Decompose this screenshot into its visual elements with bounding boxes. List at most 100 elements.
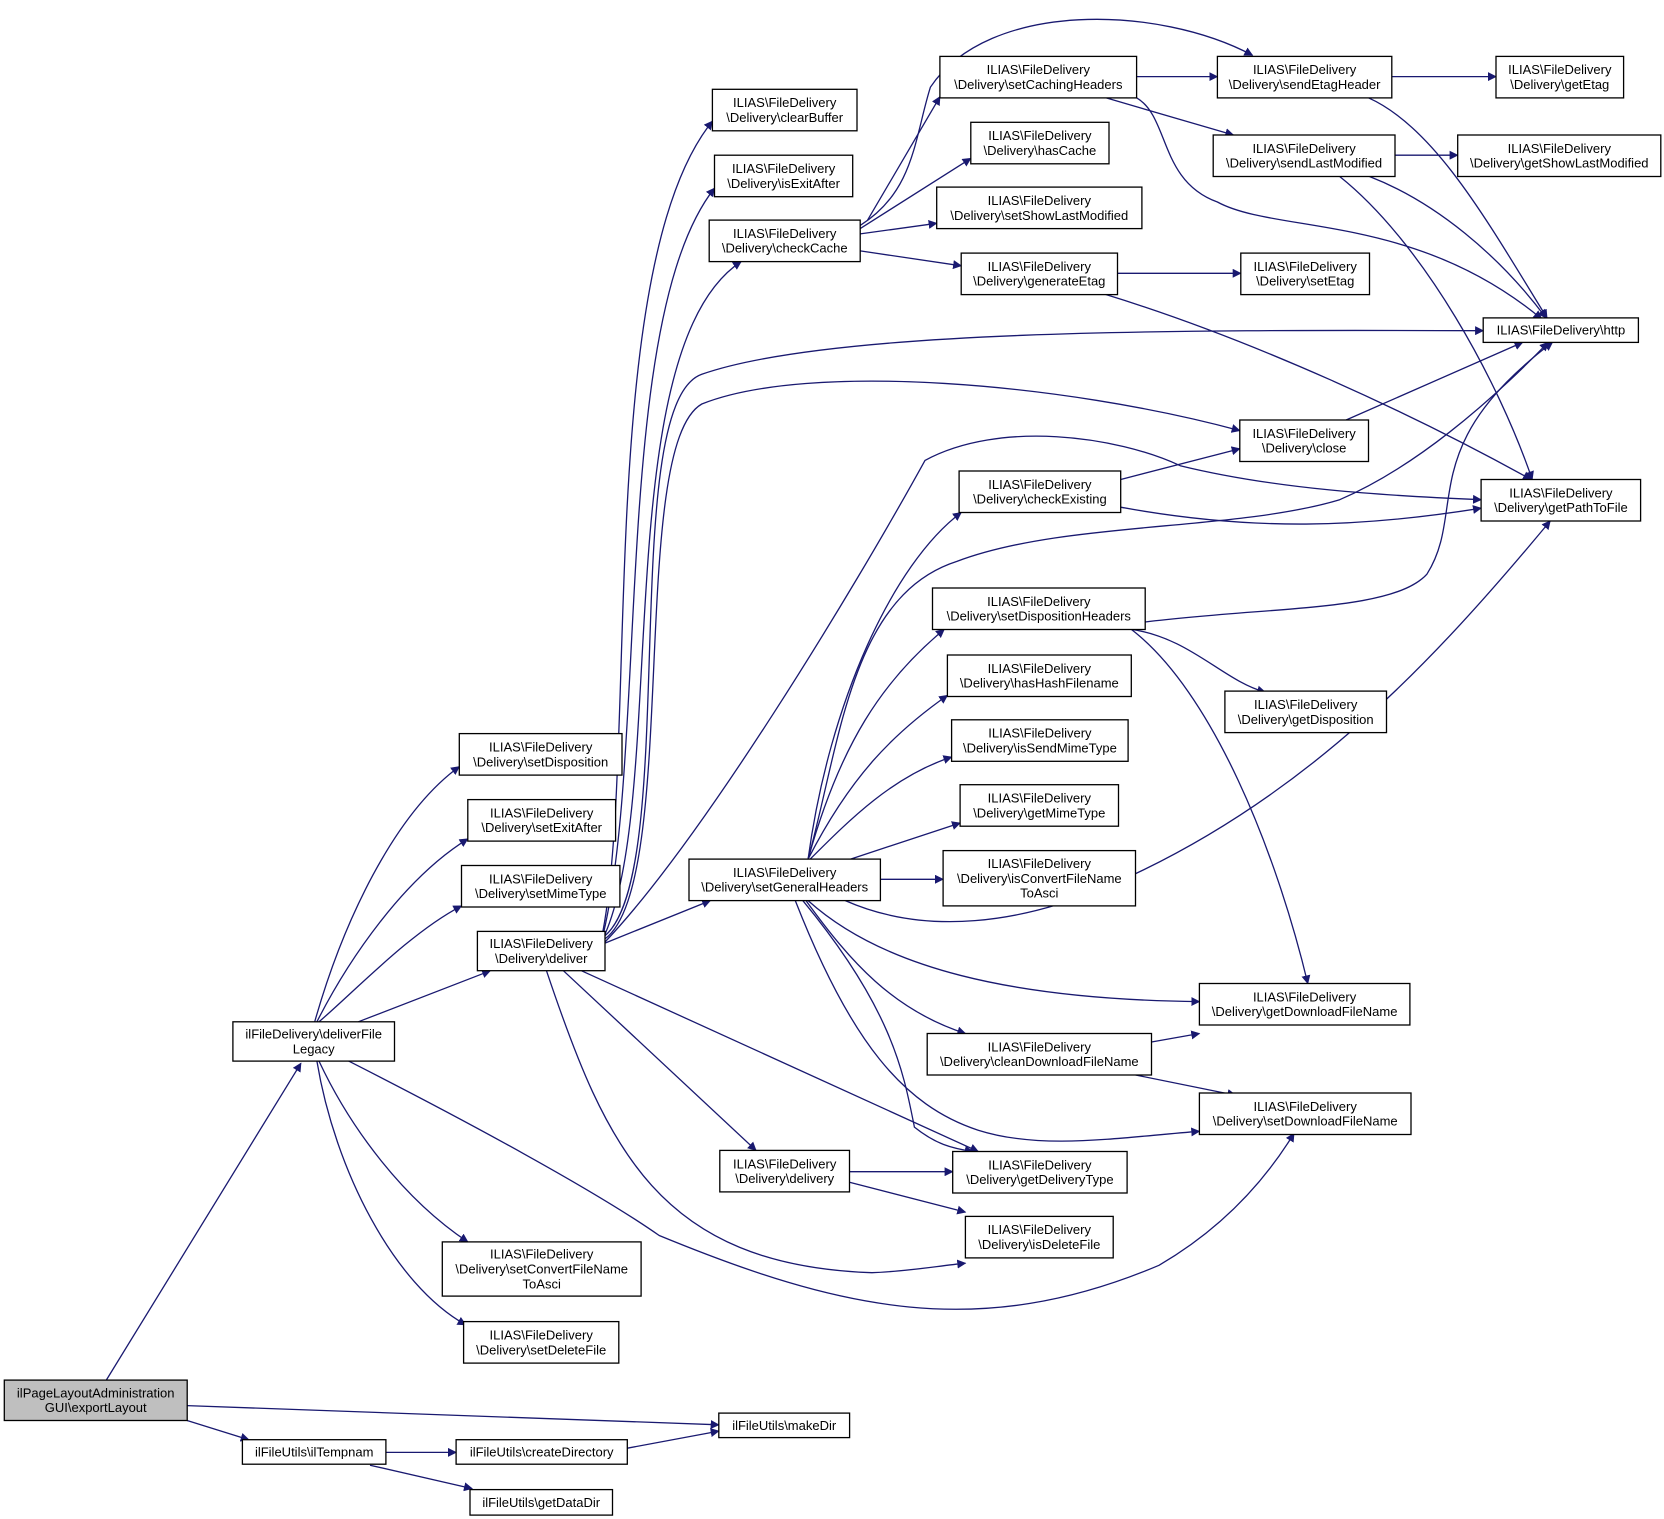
node-is-send-mime-type[interactable]: ILIAS\FileDelivery\Delivery\isSendMimeTy… [950, 719, 1129, 762]
node-get-download-file-name[interactable]: ILIAS\FileDelivery\Delivery\getDownloadF… [1198, 982, 1411, 1026]
node-check-existing[interactable]: ILIAS\FileDelivery\Delivery\checkExistin… [958, 470, 1122, 514]
node-make-dir[interactable]: ilFileUtils\makeDir [718, 1412, 851, 1439]
node-get-path-to-file[interactable]: ILIAS\FileDelivery\Delivery\getPathToFil… [1480, 478, 1642, 522]
node-label-line: GUI\exportLayout [45, 1400, 147, 1415]
node-export-layout[interactable]: ilPageLayoutAdministrationGUI\exportLayo… [3, 1379, 188, 1422]
node-deliver[interactable]: ILIAS\FileDelivery\Delivery\deliver [476, 930, 606, 972]
node-box [1224, 690, 1388, 734]
edge-send-last-modified-to-get-path-to-file [1339, 175, 1534, 481]
edge-deliver-to-close [604, 380, 1241, 940]
node-get-etag[interactable]: ILIAS\FileDelivery\Delivery\getEtag [1495, 55, 1625, 99]
node-box [462, 1320, 620, 1364]
node-create-directory[interactable]: ilFileUtils\createDirectory [455, 1439, 628, 1465]
edge-deliver-to-clear-buffer [602, 120, 713, 932]
edge-deliver-to-http [604, 326, 1485, 937]
node-get-data-dir[interactable]: ilFileUtils\getDataDir [469, 1488, 614, 1516]
node-set-delete-file[interactable]: ILIAS\FileDelivery\Delivery\setDeleteFil… [462, 1320, 620, 1364]
node-label-line: ILIAS\FileDelivery [988, 193, 1092, 208]
edge-send-etag-header-to-http [1368, 97, 1548, 319]
node-get-disposition[interactable]: ILIAS\FileDelivery\Delivery\getDispositi… [1224, 690, 1388, 734]
node-box [441, 1241, 642, 1297]
node-http[interactable]: ILIAS\FileDelivery\http [1482, 317, 1640, 344]
edge-set-general-headers-to-get-delivery-type [802, 900, 974, 1155]
node-label-line: ILIAS\FileDelivery [988, 856, 1092, 871]
node-box [1495, 55, 1625, 99]
node-box [1482, 317, 1640, 344]
node-label-line: ILIAS\FileDelivery [988, 1222, 1092, 1237]
node-box [1239, 419, 1370, 463]
node-check-cache[interactable]: ILIAS\FileDelivery\Delivery\checkCache [708, 219, 861, 263]
node-get-show-last-modified[interactable]: ILIAS\FileDelivery\Delivery\getShowLastM… [1457, 134, 1662, 178]
edge-deliver-file-legacy-to-deliver [358, 969, 492, 1023]
node-delivery[interactable]: ILIAS\FileDelivery\Delivery\delivery [719, 1149, 851, 1193]
node-label-line: \Delivery\setExitAfter [481, 820, 602, 835]
node-box [713, 154, 854, 198]
node-box [469, 1488, 614, 1516]
node-close[interactable]: ILIAS\FileDelivery\Delivery\close [1239, 419, 1370, 463]
node-box [946, 654, 1132, 698]
node-set-disposition[interactable]: ILIAS\FileDelivery\Delivery\setDispositi… [458, 732, 623, 776]
node-has-hash-filename[interactable]: ILIAS\FileDelivery\Delivery\hasHashFilen… [946, 654, 1132, 698]
node-send-etag-header[interactable]: ILIAS\FileDelivery\Delivery\sendEtagHead… [1216, 55, 1393, 99]
node-is-exit-after[interactable]: ILIAS\FileDelivery\Delivery\isExitAfter [713, 154, 854, 198]
node-has-cache[interactable]: ILIAS\FileDelivery\Delivery\hasCache [970, 121, 1110, 165]
node-label-line: \Delivery\sendEtagHeader [1229, 77, 1381, 92]
node-label-line: ILIAS\FileDelivery [1253, 62, 1357, 77]
node-label-line: \Delivery\hasHashFilename [960, 676, 1119, 691]
node-label-line: ILIAS\FileDelivery [733, 95, 837, 110]
edge-export-layout-to-il-tempnam [186, 1419, 250, 1442]
node-box [458, 732, 623, 776]
node-il-tempnam[interactable]: ilFileUtils\ilTempnam [241, 1439, 387, 1465]
node-clean-download-file-name[interactable]: ILIAS\FileDelivery\Delivery\cleanDownloa… [926, 1032, 1153, 1076]
node-label-line: ilFileUtils\createDirectory [470, 1444, 614, 1459]
edge-set-general-headers-to-http [807, 341, 1549, 860]
node-box [926, 1032, 1153, 1076]
node-label-line: \Delivery\generateEtag [973, 274, 1105, 289]
node-set-caching-headers[interactable]: ILIAS\FileDelivery\Delivery\setCachingHe… [939, 55, 1138, 99]
node-is-delete-file[interactable]: ILIAS\FileDelivery\Delivery\isDeleteFile [964, 1215, 1114, 1259]
node-label-line: \Delivery\getDeliveryType [966, 1172, 1113, 1187]
node-label-line: ToAsci [1020, 886, 1058, 901]
node-get-delivery-type[interactable]: ILIAS\FileDelivery\Delivery\getDeliveryT… [952, 1150, 1128, 1194]
node-set-convert-file-name-to-asci[interactable]: ILIAS\FileDelivery\Delivery\setConvertFi… [441, 1241, 642, 1297]
node-label-line: \Delivery\close [1262, 441, 1347, 456]
edge-deliver-file-legacy-to-set-mime-type [318, 905, 463, 1023]
node-set-show-last-modified[interactable]: ILIAS\FileDelivery\Delivery\setShowLastM… [936, 186, 1143, 230]
node-generate-etag[interactable]: ILIAS\FileDelivery\Delivery\generateEtag [960, 252, 1119, 296]
node-send-last-modified[interactable]: ILIAS\FileDelivery\Delivery\sendLastModi… [1212, 134, 1396, 178]
node-label-line: \Delivery\deliver [495, 951, 588, 966]
node-set-general-headers[interactable]: ILIAS\FileDelivery\Delivery\setGeneralHe… [688, 858, 882, 902]
node-label-line: \Delivery\setDownloadFileName [1213, 1114, 1398, 1129]
edge-check-existing-to-get-path-to-file [1120, 505, 1482, 525]
node-set-etag[interactable]: ILIAS\FileDelivery\Delivery\setEtag [1240, 252, 1371, 296]
node-set-mime-type[interactable]: ILIAS\FileDelivery\Delivery\setMimeType [460, 864, 621, 908]
node-box [467, 798, 617, 842]
node-set-exit-after[interactable]: ILIAS\FileDelivery\Delivery\setExitAfter [467, 798, 617, 842]
edge-set-general-headers-to-get-download-file-name [807, 900, 1201, 1007]
node-label-line: \Delivery\setDeleteFile [476, 1342, 606, 1357]
node-get-mime-type[interactable]: ILIAS\FileDelivery\Delivery\getMimeType [959, 784, 1120, 827]
node-box [936, 186, 1143, 230]
edge-deliver-to-delivery [563, 970, 757, 1152]
edge-delivery-to-is-delete-file [849, 1181, 967, 1215]
edge-export-layout-to-deliver-file-legacy [105, 1062, 302, 1381]
node-label-line: Legacy [293, 1041, 335, 1056]
node-label-line: ILIAS\FileDelivery [988, 128, 1092, 143]
node-label-line: \Delivery\sendLastModified [1226, 156, 1382, 171]
node-box [476, 930, 606, 972]
node-label-line: ILIAS\FileDelivery [988, 661, 1092, 676]
node-box [719, 1149, 851, 1193]
node-set-download-file-name[interactable]: ILIAS\FileDelivery\Delivery\setDownloadF… [1198, 1092, 1412, 1136]
edge-deliver-file-legacy-to-set-delete-file [316, 1060, 467, 1326]
node-is-convert-file-name-to-asci[interactable]: ILIAS\FileDelivery\Delivery\isConvertFil… [942, 849, 1137, 907]
node-label-line: ILIAS\FileDelivery [490, 1247, 594, 1262]
node-label-line: ilPageLayoutAdministration [17, 1385, 175, 1400]
node-box [960, 252, 1119, 296]
node-box [688, 858, 882, 902]
node-label-line: ILIAS\FileDelivery [988, 477, 1092, 492]
node-clear-buffer[interactable]: ILIAS\FileDelivery\Delivery\clearBuffer [711, 88, 858, 132]
node-set-disposition-headers[interactable]: ILIAS\FileDelivery\Delivery\setDispositi… [931, 587, 1146, 631]
node-label-line: \Delivery\isConvertFileName [957, 871, 1122, 886]
